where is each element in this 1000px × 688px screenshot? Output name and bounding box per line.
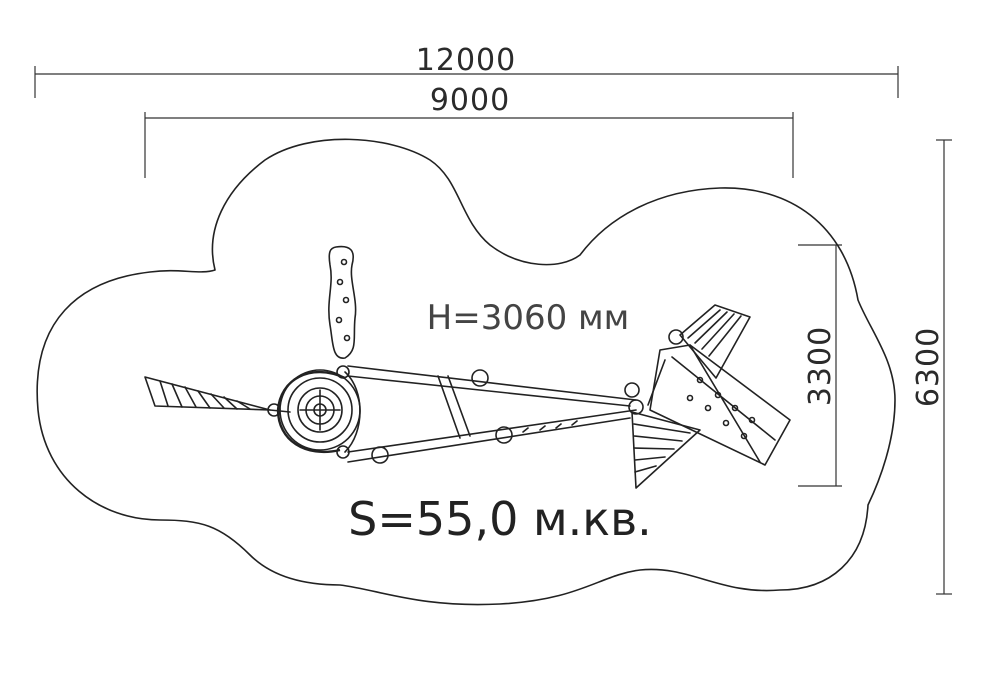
height-label: H=3060 мм xyxy=(427,298,630,338)
overall-width-label: 12000 xyxy=(416,43,516,78)
inner-width-label: 9000 xyxy=(430,83,510,118)
dimension-overall-depth xyxy=(936,139,952,595)
dimension-inner-width xyxy=(144,112,794,178)
dimension-overall-width xyxy=(34,66,899,98)
left-ladder xyxy=(144,376,291,417)
dimension-structure-depth xyxy=(798,244,842,487)
round-tower xyxy=(276,365,361,459)
slide-panel xyxy=(647,344,791,466)
safety-zone-outline xyxy=(36,138,896,606)
area-label: S=55,0 м.кв. xyxy=(348,492,652,546)
upper-wing-ladder xyxy=(668,304,751,379)
bridge xyxy=(347,365,644,464)
structure-depth-label: 3300 xyxy=(803,326,838,406)
climbing-wall xyxy=(328,245,357,359)
playground-structure xyxy=(144,245,791,489)
lower-wing-ladder xyxy=(631,411,701,489)
overall-depth-label: 6300 xyxy=(911,327,946,407)
